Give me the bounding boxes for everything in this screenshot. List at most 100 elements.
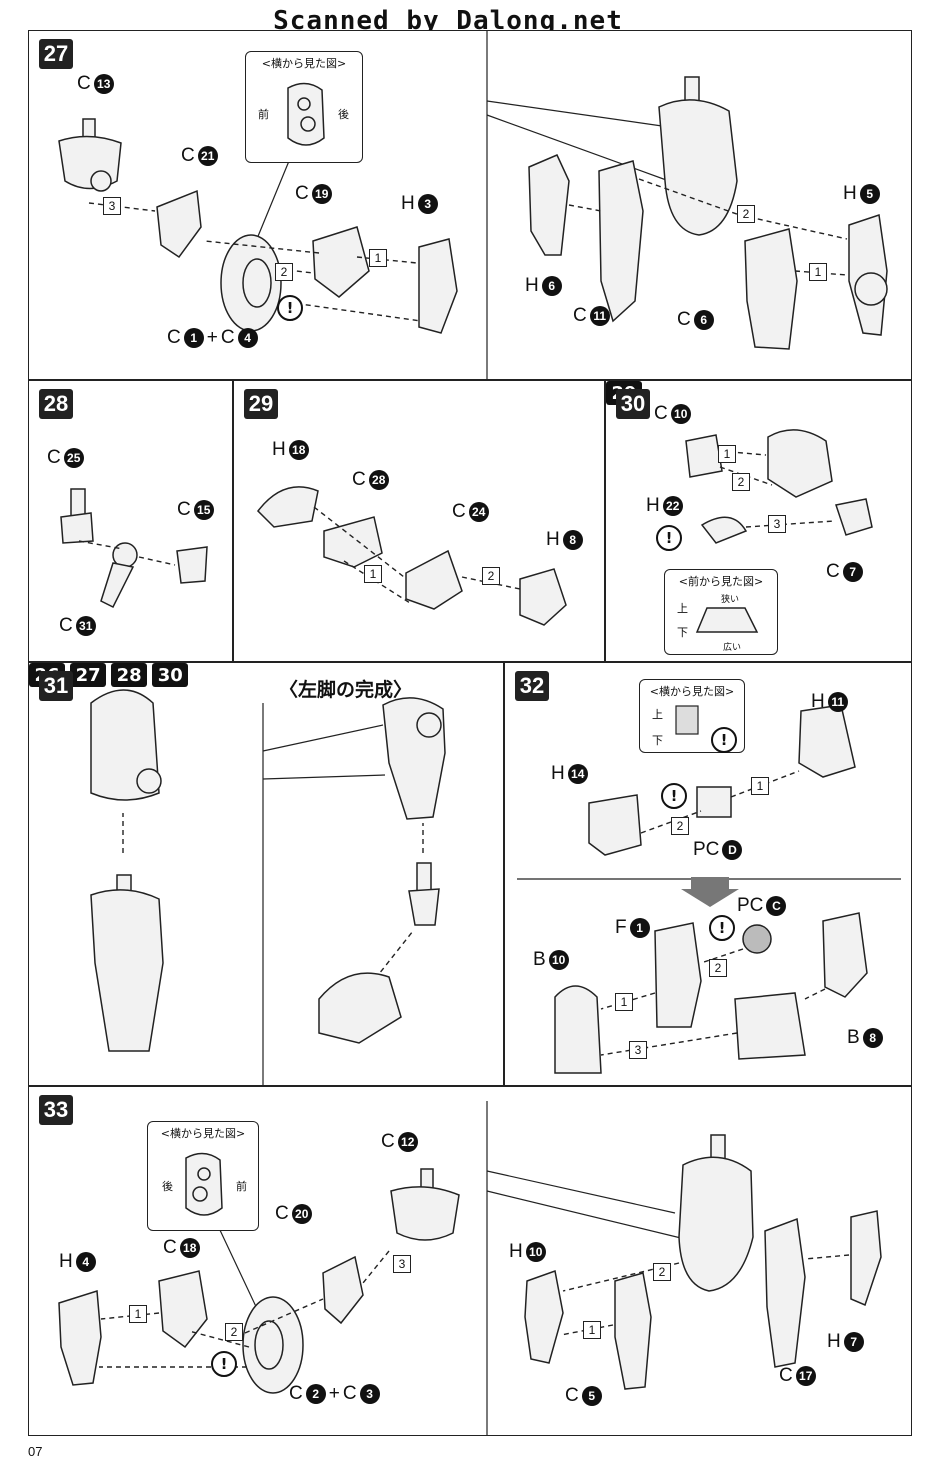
part-ref-29 xyxy=(767,429,833,498)
zoom-line-2 xyxy=(486,1190,686,1240)
step-27-panel: 27 xyxy=(28,30,912,380)
arrow-c15 xyxy=(138,556,176,566)
step-number: 27 xyxy=(39,39,73,69)
arrow-2 xyxy=(188,1330,250,1348)
arrow-h7 xyxy=(804,1254,850,1260)
order-1-right: 1 xyxy=(583,1321,601,1339)
zoom-line-1 xyxy=(262,724,384,752)
part-h5 xyxy=(848,214,888,336)
order-1: 1 xyxy=(751,777,769,795)
step-number: 32 xyxy=(515,671,549,701)
part-c12 xyxy=(390,1168,460,1241)
order-1: 1 xyxy=(718,445,736,463)
arrow-2-lower xyxy=(700,948,744,964)
inset-illustration xyxy=(695,607,759,633)
part-c7 xyxy=(835,498,873,536)
step-31-heading: 〈左脚の完成〉 xyxy=(279,679,413,701)
part-b8-base xyxy=(734,992,806,1060)
inset-label-front: 前 xyxy=(236,1180,247,1193)
part-c24 xyxy=(405,549,463,610)
arrow-1 xyxy=(719,450,767,456)
step-33-illustration xyxy=(58,1101,882,1435)
arrow-c19-to-c21 xyxy=(204,240,320,254)
inset-label-bottom: 下 xyxy=(677,626,688,639)
part-h14 xyxy=(588,794,642,856)
part-f1 xyxy=(654,922,702,1028)
arrow-3 xyxy=(362,1250,390,1284)
warning-icon-3: ! xyxy=(709,915,735,941)
part-c6 xyxy=(744,228,798,350)
step-28-illustration xyxy=(60,488,208,609)
part-pcc xyxy=(742,924,772,954)
order-3: 3 xyxy=(393,1255,411,1273)
part-c20 xyxy=(322,1255,364,1325)
part-ref-30 xyxy=(318,972,402,1044)
order-1: 1 xyxy=(369,249,387,267)
part-upper-assembly xyxy=(658,76,738,236)
step-number: 30 xyxy=(616,389,650,419)
zoom-line-2 xyxy=(486,114,670,182)
arrow-3 xyxy=(88,202,156,212)
arrow-1 xyxy=(356,256,418,264)
zoom-line-1 xyxy=(486,100,670,128)
order-2: 2 xyxy=(482,567,500,585)
part-c1-c4 xyxy=(220,234,282,332)
warning-icon: ! xyxy=(277,295,303,321)
inset-label-back: 後 xyxy=(338,108,349,121)
warning-icon: ! xyxy=(656,525,682,551)
part-ref-26 xyxy=(90,689,162,801)
arrow-3 xyxy=(745,520,835,528)
part-c28 xyxy=(323,516,383,568)
part-c19 xyxy=(312,226,370,298)
part-c5 xyxy=(614,1272,652,1390)
part-b8 xyxy=(822,912,868,998)
inset-title: <横から見た図> xyxy=(160,1127,246,1140)
part-c25 xyxy=(60,488,94,544)
step-30-illustration xyxy=(685,429,873,544)
part-leg-assembly xyxy=(382,697,446,820)
arrow-h18 xyxy=(313,506,405,578)
inset-label-back: 後 xyxy=(162,1180,173,1193)
page-number: 07 xyxy=(28,1444,43,1459)
part-c31 xyxy=(100,542,138,609)
order-3-lower: 3 xyxy=(629,1041,647,1059)
inset-illustration xyxy=(675,705,699,735)
side-view-inset: <横から見た図> 前 後 xyxy=(245,51,363,163)
arrow-2-right xyxy=(638,178,746,218)
part-h7 xyxy=(850,1210,882,1307)
part-ref-28 xyxy=(408,862,440,926)
order-3: 3 xyxy=(103,197,121,215)
part-c13 xyxy=(58,118,122,192)
inset-label-front: 前 xyxy=(258,108,269,121)
part-b10 xyxy=(554,985,602,1074)
arrow-b8 xyxy=(804,988,826,1000)
part-c2-c3 xyxy=(242,1296,304,1394)
part-c21 xyxy=(156,189,202,259)
part-h11 xyxy=(798,704,856,778)
part-h4 xyxy=(58,1290,102,1386)
inset-label-top: 上 xyxy=(652,708,663,721)
